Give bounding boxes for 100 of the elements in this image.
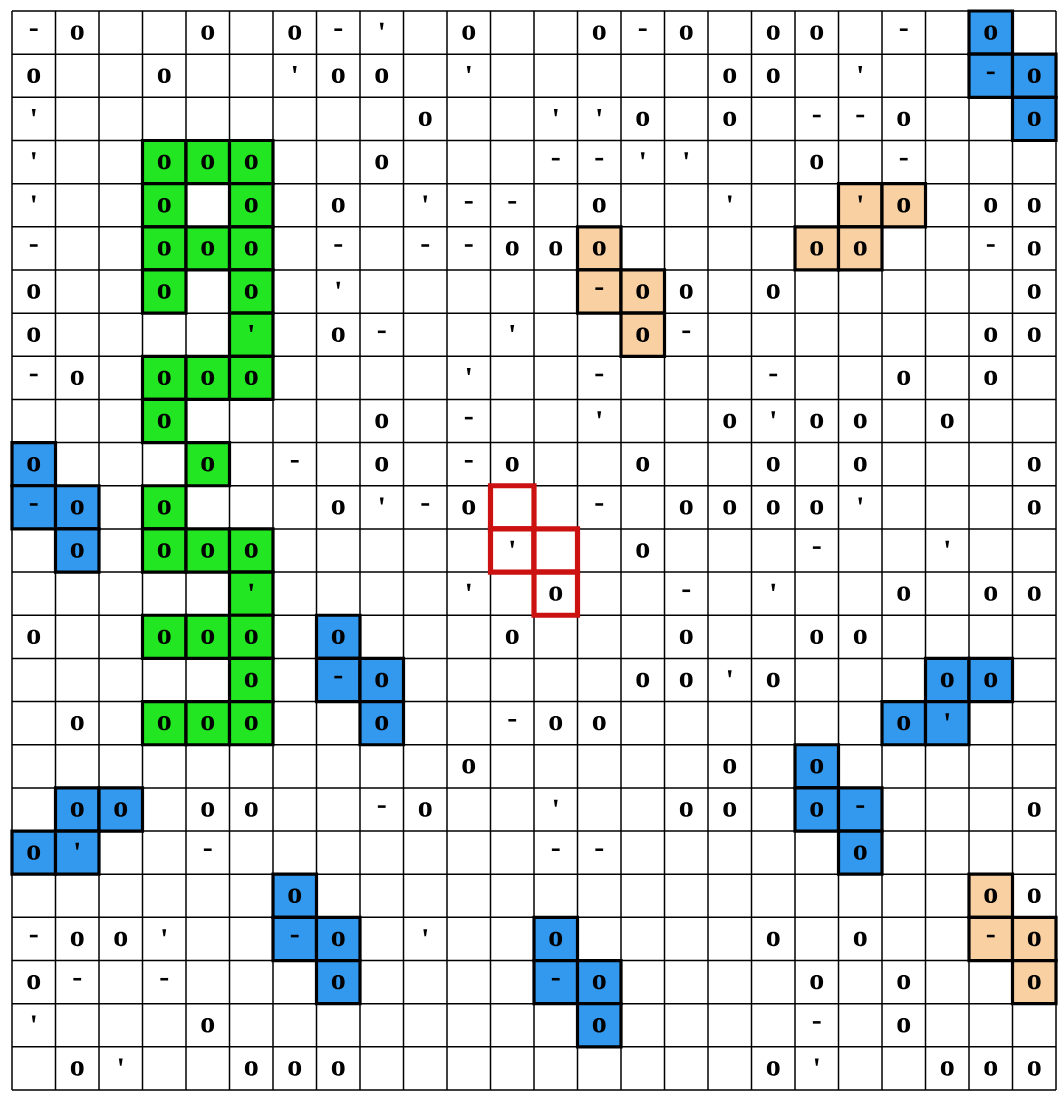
cell-text: ' [466,583,471,591]
cell-text: o [418,111,432,127]
cell-text: - [334,244,343,247]
filled-cell: - [10,484,58,531]
cell-text: - [508,201,517,204]
cell-text: - [29,934,38,938]
filled-cell: o [184,225,232,272]
filled-cell: ' [227,311,275,358]
cell-text: o [462,25,476,40]
filled-cell: o [227,225,275,272]
cell-text: o [636,672,650,688]
cell-text: ' [684,152,689,160]
filled-cell: o [793,743,841,790]
cell-text: o [853,931,867,947]
cell-text: ' [553,799,558,807]
filled-cell: o [227,527,275,574]
filled-cell: o [793,225,841,272]
cell-text: o [331,68,345,83]
cell-text: o [70,715,84,731]
cell-text: o [1027,327,1041,342]
cell-text: - [203,848,212,852]
filled-cell: o [140,225,188,272]
cell-text: o [766,457,780,472]
cell-text: - [464,244,473,247]
cell-text: o [984,370,998,386]
cell-text: o [723,759,737,774]
cell-text: - [551,848,560,852]
filled-cell: o [97,786,145,833]
cell-text: - [986,244,995,247]
cell-text: o [766,68,780,83]
filled-cell: o [575,1002,623,1049]
cell-text: - [595,157,604,161]
filled-cell: o [184,613,232,660]
filled-cell: o [140,484,188,531]
cell-text: - [899,157,908,161]
cell-text: o [27,629,41,645]
filled-cell: o [140,699,188,747]
filled-cell: o [793,786,841,833]
filled-cell: o [575,958,623,1006]
cell-text: o [1027,500,1041,515]
cell-text: o [70,370,84,386]
cell-text: - [421,503,430,506]
cell-text: ' [423,195,428,203]
cell-text: o [1027,802,1041,817]
cell-text: - [595,848,604,852]
cell-text: o [592,198,606,213]
cell-text: o [288,1061,302,1076]
filled-cell: ' [227,570,275,617]
cell-text: ' [510,324,515,332]
cell-text: ' [945,540,950,548]
cell-text: o [636,111,650,127]
cell-text: o [331,500,345,515]
cell-text: o [462,759,476,774]
cell-text: - [812,546,821,549]
cell-text: - [551,157,560,161]
cell-text: - [682,330,691,334]
cell-text: ' [640,152,645,160]
cell-text: ' [858,497,863,505]
filled-cell: o [53,786,101,833]
cell-text: o [897,974,911,990]
cell-text: o [505,629,519,645]
cell-text: - [899,28,908,31]
cell-text: o [679,802,693,817]
cell-text: - [334,28,343,31]
cell-text: o [766,284,780,299]
filled-cell: - [967,915,1015,963]
cell-text: - [812,1021,821,1024]
cell-text: ' [336,281,341,289]
cell-text: o [679,672,693,688]
cell-text: - [769,373,778,377]
cell-text: o [331,327,345,342]
filled-cell: o [140,613,188,660]
filled-cell: o [227,268,275,315]
filled-cell: o [184,527,232,574]
cell-text: o [853,413,867,429]
cell-text: o [288,25,302,40]
cell-text: ' [31,1015,36,1023]
cell-text: o [679,284,693,299]
cell-text: ' [162,929,167,937]
filled-cell: o [140,354,188,402]
cell-text: - [464,201,473,204]
cell-text: ' [118,1058,123,1066]
cell-text: o [984,1061,998,1076]
cell-text: o [853,629,867,645]
filled-cell: ' [923,699,971,747]
cell-text: o [505,457,519,472]
cell-text: o [114,931,128,947]
cell-text: o [592,25,606,40]
cell-text: - [421,244,430,247]
cell-text: o [27,327,41,342]
cell-text: o [331,198,345,213]
cell-text: - [508,718,517,722]
cell-text: ' [31,109,36,117]
cell-text: o [723,413,737,429]
filled-cell: o [227,613,275,660]
filled-cell: o [532,915,580,963]
cell-text: o [375,413,389,429]
cell-text: o [1027,888,1041,903]
cell-text: o [810,974,824,990]
cell-text: o [723,111,737,127]
